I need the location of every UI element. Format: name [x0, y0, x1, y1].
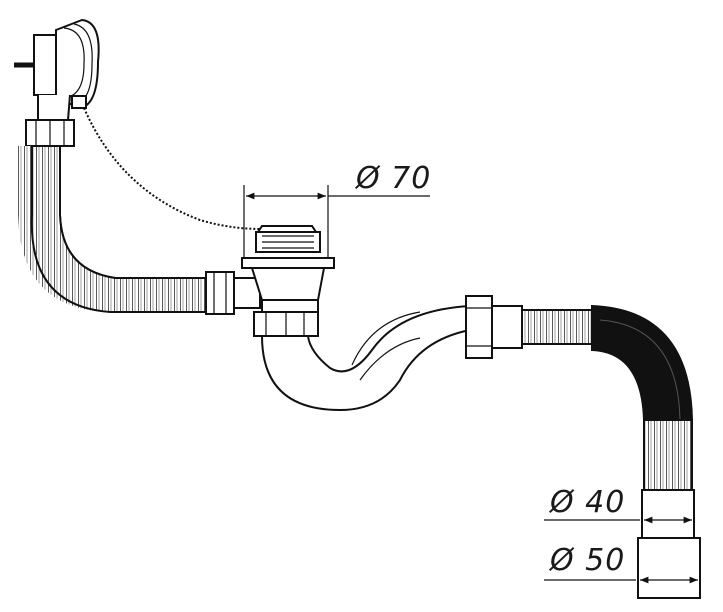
drain-plug	[255, 225, 321, 253]
drain-nut	[253, 311, 319, 337]
dimension-40: Ø 40	[544, 485, 692, 524]
side-connector-nut	[205, 271, 261, 315]
drain-flange	[241, 257, 335, 313]
dimension-40-label: Ø 40	[548, 485, 625, 520]
dimension-70-label: Ø 70	[354, 161, 431, 196]
outlet-hose	[521, 304, 693, 491]
overflow-head	[14, 18, 100, 121]
overflow-nut	[25, 119, 75, 147]
overflow-hose	[18, 145, 211, 313]
trap-outlet-nut	[465, 295, 523, 359]
outlet-fitting-50	[637, 537, 701, 599]
dimension-50-label: Ø 50	[548, 543, 625, 578]
plug-chain	[83, 107, 283, 230]
dimension-70: Ø 70	[243, 161, 431, 258]
dimension-50: Ø 50	[544, 543, 698, 584]
outlet-fitting-40	[641, 489, 695, 539]
